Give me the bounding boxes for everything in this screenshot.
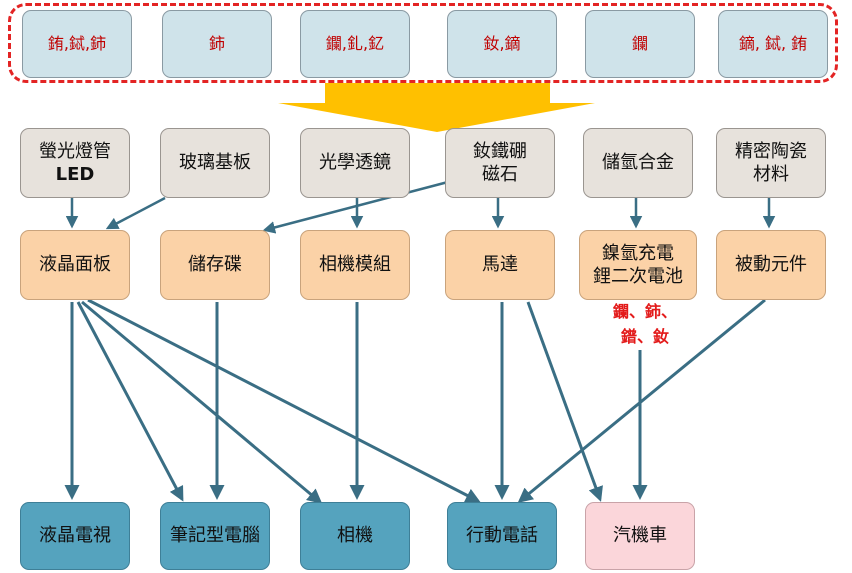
element-box-4: 釹,鏑	[447, 10, 557, 78]
product-label: 筆記型電腦	[170, 525, 260, 547]
arrow-passive-to-phone	[517, 298, 766, 503]
component-label: 儲存碟	[188, 254, 242, 276]
product-label: 行動電話	[466, 525, 538, 547]
component-motor: 馬達	[445, 230, 555, 300]
element-box-5: 鑭	[585, 10, 695, 78]
note-line1: 鑭、鈰、	[612, 302, 677, 321]
component-label: 鎳氫充電	[602, 242, 674, 264]
element-box-2: 鈰	[162, 10, 272, 78]
battery-element-note: 鑭、鈰、 鐠、釹	[600, 300, 690, 350]
note-line2: 鐠、釹	[620, 326, 669, 346]
product-mobile-phone: 行動電話	[447, 502, 557, 570]
arrow-lcd-to-phone	[87, 298, 481, 503]
material-precision-ceramic: 精密陶瓷材料	[716, 128, 826, 198]
arrow-lcd-to-camera	[81, 300, 323, 504]
element-box-6: 鏑, 鋱, 銪	[718, 10, 828, 78]
product-notebook: 筆記型電腦	[160, 502, 270, 570]
element-box-3: 鑭,釓,釔	[300, 10, 410, 78]
element-label: 釹,鏑	[483, 33, 521, 53]
component-label-line2: 鋰二次電池	[593, 266, 683, 287]
component-label: 相機模組	[319, 254, 391, 276]
material-label: 釹鐵硼	[473, 140, 527, 162]
material-label-line2: 磁石	[482, 164, 518, 185]
product-label: 汽機車	[613, 525, 667, 547]
component-passive-element: 被動元件	[716, 230, 826, 300]
product-camera: 相機	[300, 502, 410, 570]
arrow-lcd-to-notebook	[76, 301, 184, 502]
big-down-arrow	[278, 83, 595, 132]
element-label: 鑭,釓,釔	[325, 33, 385, 53]
material-optical-lens: 光學透鏡	[300, 128, 410, 198]
component-camera-module: 相機模組	[300, 230, 410, 300]
product-label: 相機	[337, 525, 373, 547]
material-glass-substrate: 玻璃基板	[160, 128, 270, 198]
product-label: 液晶電視	[39, 525, 111, 547]
material-label: 螢光燈管	[39, 140, 111, 162]
element-label: 銪,鋱,鈰	[47, 33, 107, 53]
component-label: 被動元件	[735, 254, 807, 276]
material-label-line2: LED	[55, 164, 95, 185]
material-label-line2: 材料	[753, 164, 789, 185]
material-hydrogen-alloy: 儲氫合金	[583, 128, 693, 198]
component-label: 液晶面板	[39, 254, 111, 276]
material-label: 儲氫合金	[602, 152, 674, 174]
component-lcd-panel: 液晶面板	[20, 230, 130, 300]
rare-earth-group-outline	[8, 3, 838, 83]
material-ndfeb-magnet: 釹鐵硼磁石	[445, 128, 555, 198]
component-label: 馬達	[482, 254, 518, 276]
element-label: 鑭	[631, 33, 648, 53]
component-storage-disk: 儲存碟	[160, 230, 270, 300]
material-label: 玻璃基板	[179, 152, 251, 174]
element-label: 鈰	[208, 33, 225, 53]
element-label: 鏑, 鋱, 銪	[738, 33, 808, 53]
product-vehicle: 汽機車	[585, 502, 695, 570]
product-lcd-tv: 液晶電視	[20, 502, 130, 570]
arrow-glass-to-lcd	[105, 196, 166, 230]
arrow-motor-to-vehicle	[526, 301, 603, 502]
material-label: 精密陶瓷	[735, 140, 807, 162]
component-rechargeable-battery: 鎳氫充電鋰二次電池	[579, 230, 697, 300]
material-label: 光學透鏡	[319, 152, 391, 174]
element-box-1: 銪,鋱,鈰	[22, 10, 132, 78]
